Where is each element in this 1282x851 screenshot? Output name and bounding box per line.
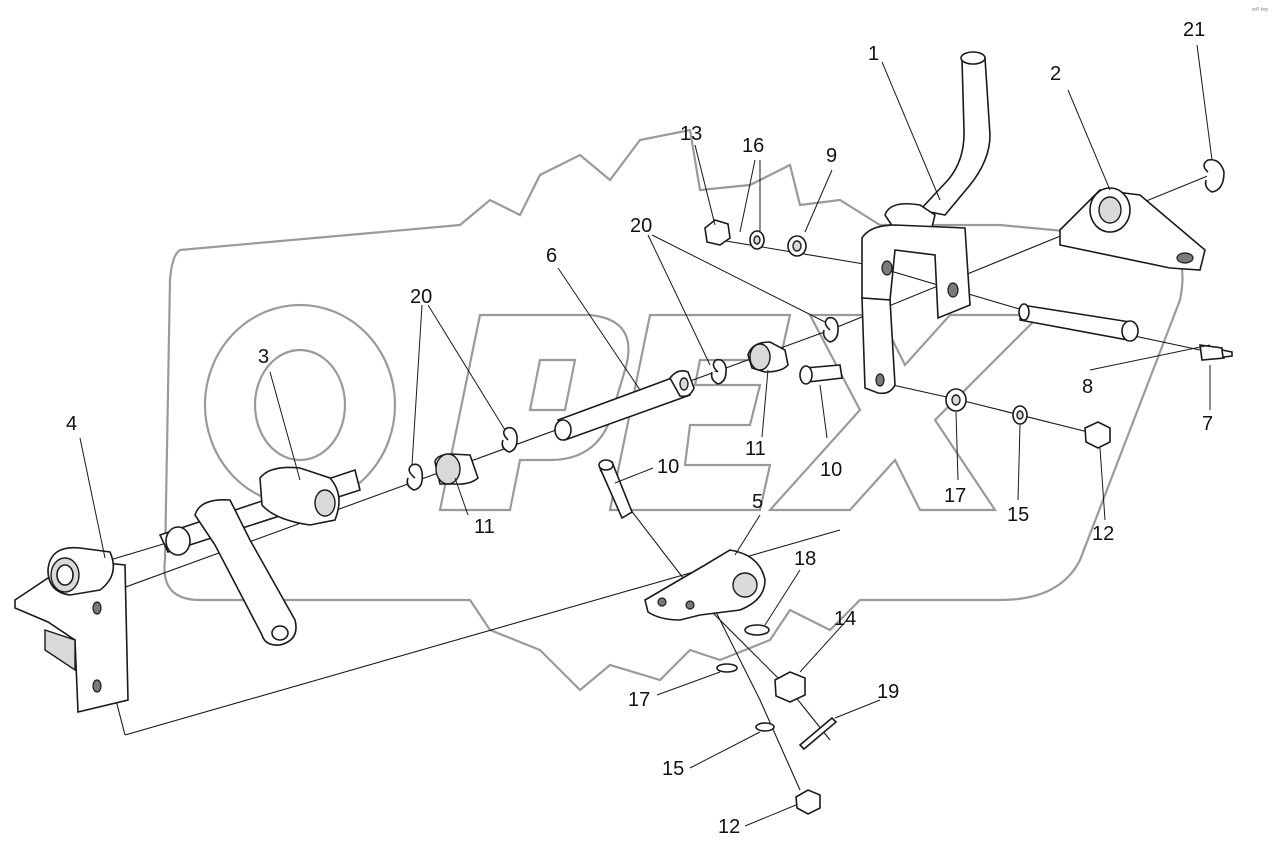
part-8-axle bbox=[1018, 303, 1139, 342]
callout-20b: 20 bbox=[630, 215, 652, 237]
callout-12b: 12 bbox=[718, 816, 740, 838]
part-7-grease-fitting bbox=[1199, 344, 1233, 361]
callout-11a: 11 bbox=[745, 438, 766, 460]
callout-21: 21 bbox=[1183, 19, 1205, 41]
callout-labels: 1 2 3 4 5 6 7 8 9 10 10 11 11 12 12 13 1… bbox=[66, 19, 1213, 838]
part-11-bushing bbox=[434, 453, 479, 485]
part-4-bracket bbox=[14, 546, 129, 714]
callout-14: 14 bbox=[834, 608, 856, 630]
parts-13-16-9-fasteners bbox=[704, 219, 807, 257]
part-6-pin bbox=[554, 370, 695, 442]
callout-8: 8 bbox=[1082, 376, 1093, 398]
callout-7: 7 bbox=[1202, 413, 1213, 435]
callout-1: 1 bbox=[868, 43, 879, 65]
leader-lines bbox=[79, 44, 1213, 827]
callout-19: 19 bbox=[877, 681, 899, 703]
part-3-shaft-lever bbox=[158, 466, 361, 646]
callout-5: 5 bbox=[752, 491, 763, 513]
callout-2: 2 bbox=[1050, 63, 1061, 85]
parts-lower-fasteners bbox=[716, 624, 838, 815]
callout-6: 6 bbox=[546, 245, 557, 267]
callout-15b: 15 bbox=[662, 758, 684, 780]
callout-18: 18 bbox=[794, 548, 816, 570]
part-21-ring bbox=[1203, 158, 1225, 193]
callout-4: 4 bbox=[66, 413, 77, 435]
callout-11b: 11 bbox=[474, 516, 495, 538]
callout-13: 13 bbox=[680, 123, 702, 145]
part-20-retaining-rings bbox=[406, 316, 839, 491]
part-11-split-bushing bbox=[747, 341, 789, 373]
callout-9: 9 bbox=[826, 145, 837, 167]
callout-3: 3 bbox=[258, 346, 269, 368]
part-5-lever-arm bbox=[644, 549, 766, 621]
callout-12a: 12 bbox=[1092, 523, 1114, 545]
callout-17a: 17 bbox=[944, 485, 966, 507]
callout-17b: 17 bbox=[628, 689, 650, 711]
part-10-pins bbox=[598, 364, 843, 520]
parts-17-15-12-fasteners-right bbox=[945, 388, 1111, 449]
callout-10a: 10 bbox=[657, 456, 679, 478]
part-1-pedal-lever bbox=[861, 51, 991, 395]
corner-mark: ᵘᶜᴿ ᵇᵒᵍ bbox=[1252, 7, 1268, 14]
callout-20a: 20 bbox=[410, 286, 432, 308]
callout-16: 16 bbox=[742, 135, 764, 157]
callout-10b: 10 bbox=[820, 459, 842, 481]
part-2-bracket bbox=[1059, 187, 1206, 271]
callout-15a: 15 bbox=[1007, 504, 1029, 526]
